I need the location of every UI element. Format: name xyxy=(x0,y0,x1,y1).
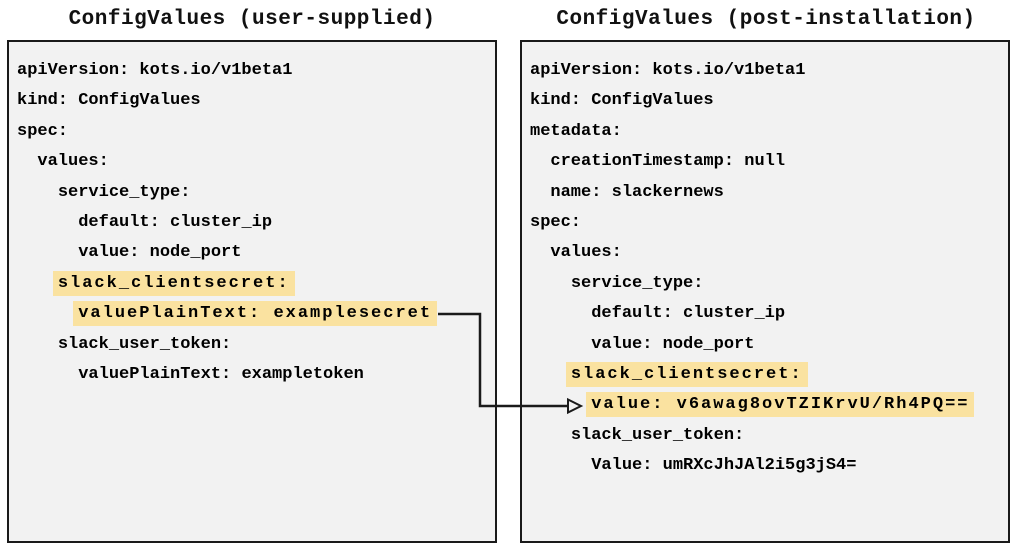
highlighted-code-text: value: v6awag8ovTZIKrvU/Rh4PQ== xyxy=(586,392,975,418)
indent-spacer xyxy=(530,365,571,384)
code-line: values: xyxy=(17,147,491,177)
code-text: kind: ConfigValues xyxy=(17,91,201,111)
indent-spacer xyxy=(530,274,571,293)
code-text: slack_user_token: xyxy=(57,334,232,354)
indent-spacer xyxy=(17,335,58,354)
code-line: default: cluster_ip xyxy=(530,299,1004,329)
code-line: metadata: xyxy=(530,117,1004,147)
code-line: Value: umRXcJhJAl2i5g3jS4= xyxy=(530,451,1004,481)
code-text: metadata: xyxy=(530,121,622,141)
code-text: apiVersion: kots.io/v1beta1 xyxy=(17,61,293,80)
indent-spacer xyxy=(530,183,550,202)
indent-spacer xyxy=(530,426,571,445)
indent-spacer xyxy=(17,152,37,171)
code-lines-left: apiVersion: kots.io/v1beta1 kind: ConfigV… xyxy=(9,42,495,390)
right-panel-title: ConfigValues (post-installation) xyxy=(556,8,976,31)
code-text: default: cluster_ip xyxy=(78,212,273,232)
left-panel-title: ConfigValues (user-supplied) xyxy=(68,8,436,31)
code-line: creationTimestamp: null xyxy=(530,147,1004,177)
code-line: apiVersion: kots.io/v1beta1 xyxy=(17,56,491,86)
code-line: slack_user_token: xyxy=(530,421,1004,451)
code-line: spec: xyxy=(530,208,1004,238)
code-line: name: slackernews xyxy=(530,178,1004,208)
indent-spacer xyxy=(17,274,58,293)
indent-spacer xyxy=(530,395,591,414)
code-line: kind: ConfigValues xyxy=(17,86,491,116)
highlighted-code-text: slack_clientsecret: xyxy=(565,361,808,387)
indent-spacer xyxy=(530,335,591,354)
code-line: spec: xyxy=(17,117,491,147)
code-text: value: node_port xyxy=(78,243,242,263)
code-text: spec: xyxy=(17,121,69,141)
code-line: value: node_port xyxy=(530,330,1004,360)
indent-spacer xyxy=(17,243,78,262)
code-text: slack_user_token: xyxy=(570,425,745,445)
code-line: kind: ConfigValues xyxy=(530,86,1004,116)
highlighted-code-text: valuePlainText: examplesecret xyxy=(73,301,438,327)
indent-spacer xyxy=(17,304,78,323)
code-line: valuePlainText: examplesecret xyxy=(17,299,491,329)
code-line: slack_clientsecret: xyxy=(530,360,1004,390)
code-line: slack_user_token: xyxy=(17,330,491,360)
code-line: values: xyxy=(530,238,1004,268)
code-line: value: node_port xyxy=(17,238,491,268)
code-text: default: cluster_ip xyxy=(591,304,786,324)
indent-spacer xyxy=(17,213,78,232)
code-line: value: v6awag8ovTZIKrvU/Rh4PQ== xyxy=(530,390,1004,420)
user-supplied-config-box: apiVersion: kots.io/v1beta1 kind: ConfigV… xyxy=(7,40,497,543)
code-line: default: cluster_ip xyxy=(17,208,491,238)
code-text: values: xyxy=(37,152,109,172)
code-text: value: node_port xyxy=(591,334,755,354)
code-text: kind: ConfigValues xyxy=(530,91,714,111)
indent-spacer xyxy=(530,456,591,475)
code-lines-right: apiVersion: kots.io/v1beta1 kind: ConfigV… xyxy=(522,42,1008,481)
highlighted-code-text: slack_clientsecret: xyxy=(52,270,295,296)
code-text: values: xyxy=(550,243,622,263)
code-line: slack_clientsecret: xyxy=(17,269,491,299)
code-text: valuePlainText: exampletoken xyxy=(78,364,364,384)
code-text: apiVersion: kots.io/v1beta1 xyxy=(530,61,806,80)
code-text: creationTimestamp: null xyxy=(550,152,786,172)
code-text: name: slackernews xyxy=(550,182,724,202)
indent-spacer xyxy=(17,183,58,202)
code-text: service_type: xyxy=(570,273,704,293)
indent-spacer xyxy=(17,365,78,384)
code-text: service_type: xyxy=(57,182,191,202)
code-line: apiVersion: kots.io/v1beta1 xyxy=(530,56,1004,86)
code-text: Value: umRXcJhJAl2i5g3jS4= xyxy=(591,456,857,476)
indent-spacer xyxy=(530,304,591,323)
code-line: valuePlainText: exampletoken xyxy=(17,360,491,390)
indent-spacer xyxy=(530,152,550,171)
code-line: service_type: xyxy=(17,178,491,208)
post-installation-config-box: apiVersion: kots.io/v1beta1 kind: ConfigV… xyxy=(520,40,1010,543)
code-text: spec: xyxy=(530,212,582,232)
code-line: service_type: xyxy=(530,269,1004,299)
indent-spacer xyxy=(530,243,550,262)
